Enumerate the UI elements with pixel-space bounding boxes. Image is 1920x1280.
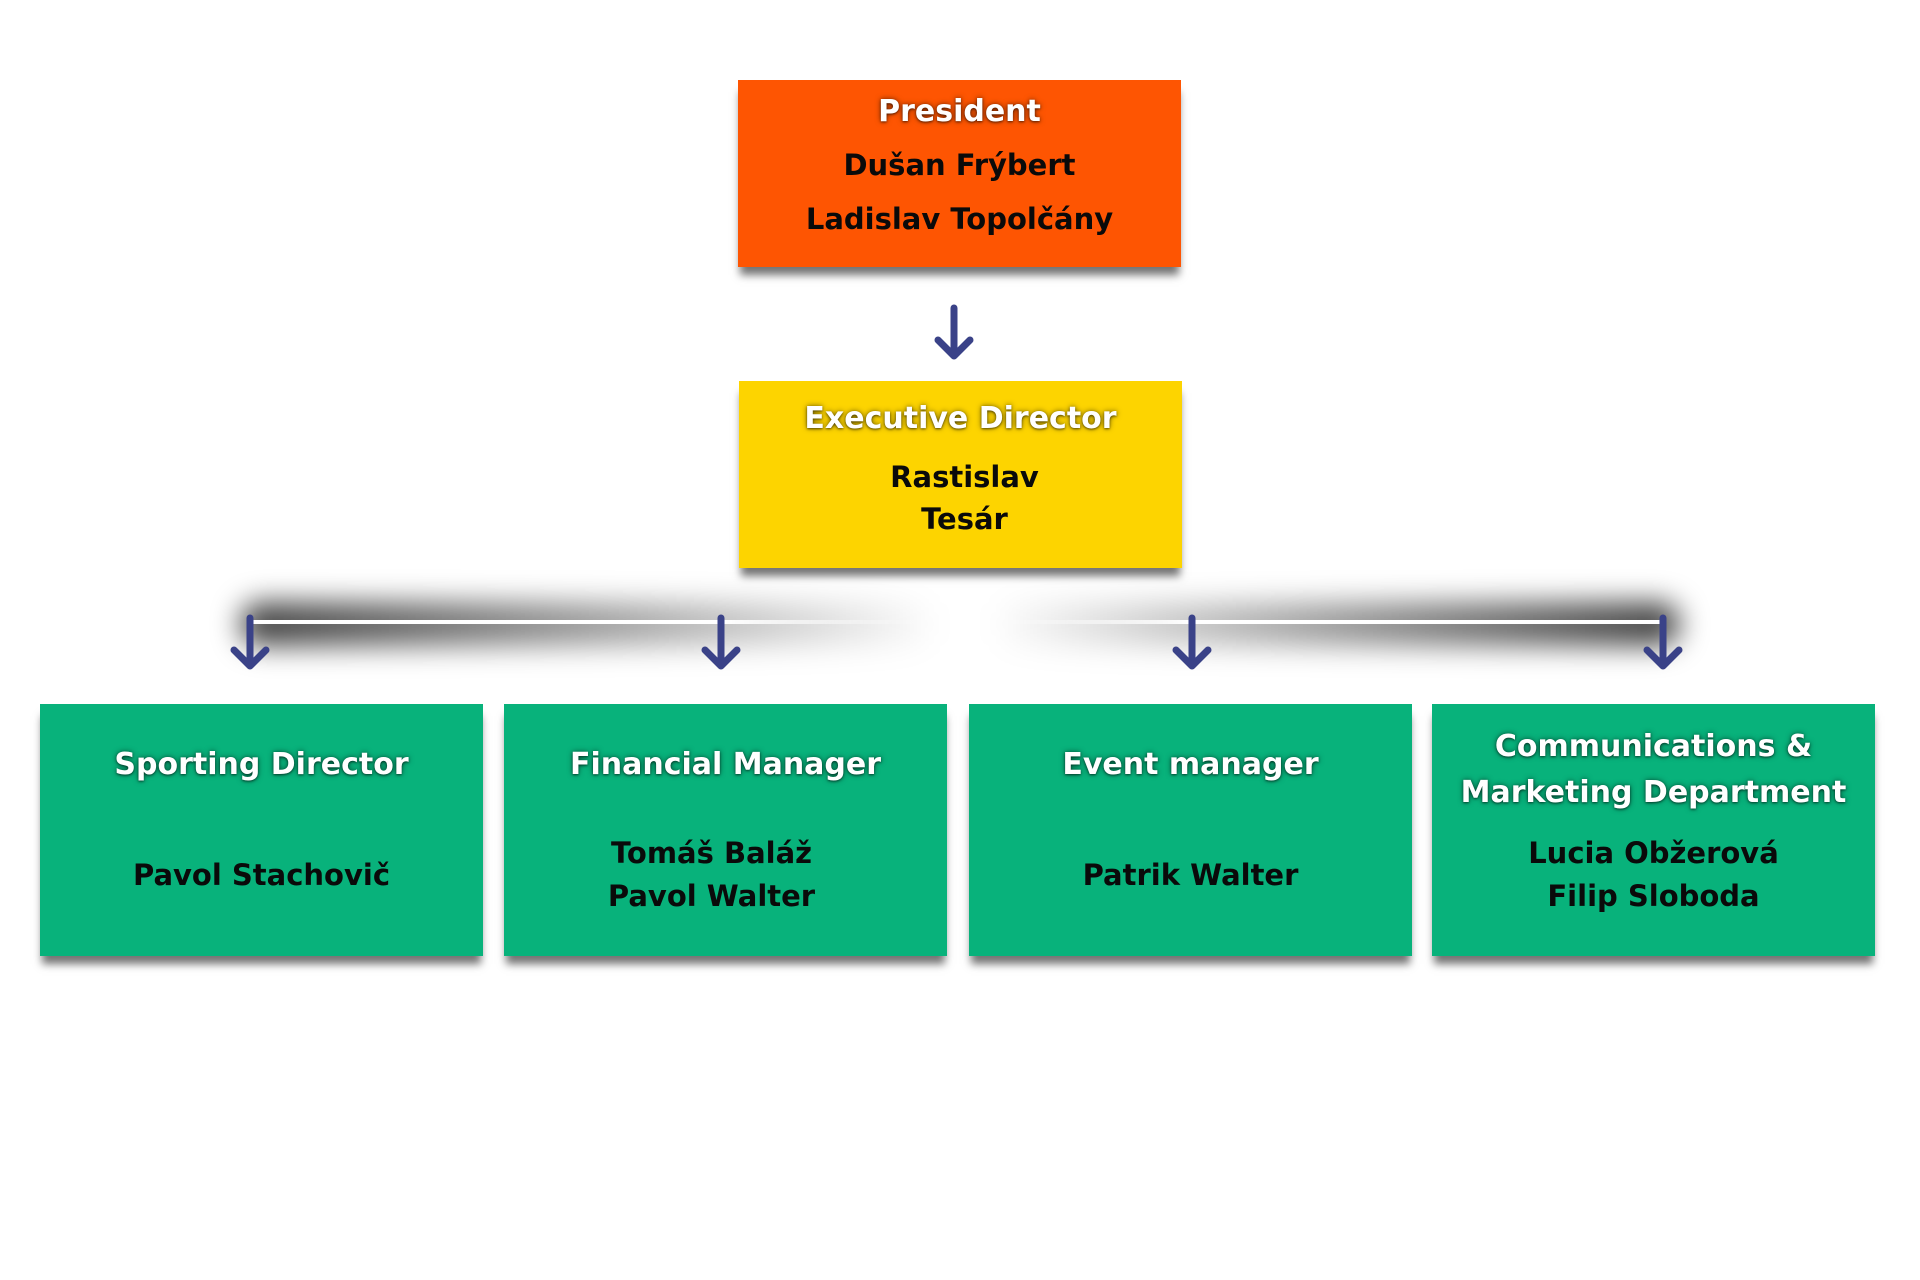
president-title: President [878,94,1041,129]
arrow-down-icon [701,614,741,670]
connector-line-right [990,620,1663,624]
executive-name-line-1: Rastislav [890,460,1039,494]
department-box-financial-manager: Financial Manager Tomáš Baláž Pavol Walt… [504,704,947,956]
arrow-down-icon [230,614,270,670]
arrow-down-icon [1643,614,1683,670]
president-name-1: Dušan Frýbert [843,148,1076,182]
department-box-communications-marketing: Communications & Marketing Department Lu… [1432,704,1875,956]
department-names: Lucia Obžerová Filip Sloboda [1432,832,1875,918]
arrow-down-icon [1172,614,1212,670]
department-title: Communications & Marketing Department [1432,724,1875,816]
president-name-2: Ladislav Topolčány [805,202,1114,236]
connector-shadow-right [990,602,1680,646]
department-title-line-1: Communications & [1494,729,1813,764]
department-box-sporting-director: Sporting Director Pavol Stachovič [40,704,483,956]
person-name: Patrik Walter [1082,858,1299,892]
department-title: Event manager [1062,747,1319,782]
executive-director-name: Rastislav Tesár [747,456,1182,540]
person-name: Pavol Stachovič [132,858,391,892]
department-names: Tomáš Baláž Pavol Walter [476,832,947,918]
connector-line-left [250,620,930,624]
department-box-event-manager: Event manager Patrik Walter [969,704,1412,956]
executive-director-box: Executive Director Rastislav Tesár [739,381,1182,568]
department-title: Financial Manager [569,747,882,782]
department-title-line-2: Marketing Department [1460,775,1847,810]
person-name: Lucia Obžerová [1528,836,1779,870]
arrow-down-icon [934,304,974,360]
department-title: Sporting Director [114,747,409,782]
executive-name-line-2: Tesár [921,502,1008,536]
person-name: Pavol Walter [607,879,816,913]
department-names: Pavol Stachovič [40,854,483,897]
executive-director-title: Executive Director [804,401,1117,436]
connector-shadow-left [240,602,940,646]
person-name: Filip Sloboda [1547,879,1760,913]
person-name: Tomáš Baláž [610,836,813,870]
department-names: Patrik Walter [969,854,1412,897]
president-box: President Dušan Frýbert Ladislav Topolčá… [738,80,1181,267]
